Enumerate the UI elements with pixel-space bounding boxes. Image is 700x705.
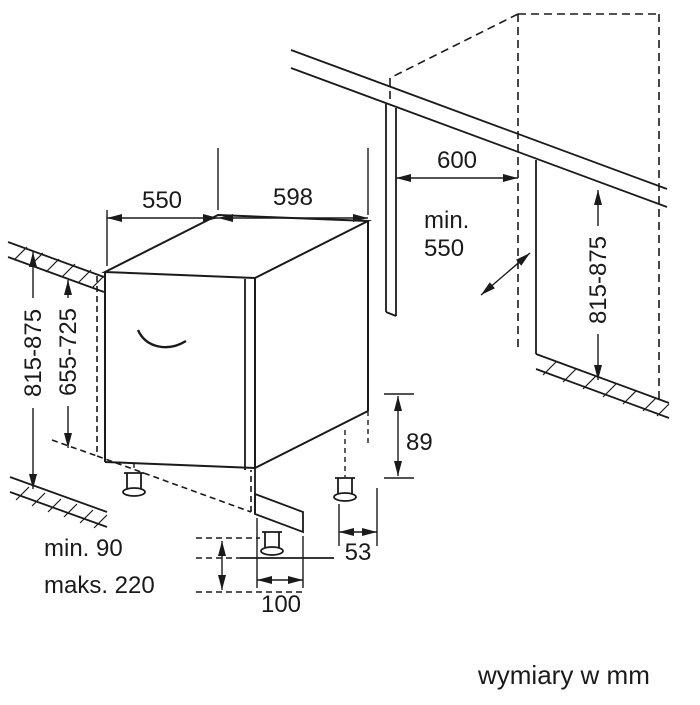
countertop	[290, 49, 668, 208]
dim-depth-550	[106, 210, 218, 266]
niche-side-panel	[385, 104, 397, 317]
label-niche-width-600: 600	[437, 147, 477, 174]
caption-units: wymiary w mm	[477, 660, 650, 690]
label-niche-depth-min: min.	[424, 207, 469, 234]
label-rear-clearance-89: 89	[406, 429, 433, 456]
label-feet-max: maks. 220	[44, 572, 155, 599]
dim-rear-foot-offset-53	[338, 488, 378, 546]
label-niche-depth-value: 550	[424, 235, 464, 262]
foot-rear-right	[333, 477, 357, 502]
hatch-marks	[15, 486, 108, 529]
label-appliance-height-left: 815-875	[20, 309, 47, 397]
label-rear-foot-offset-53: 53	[345, 539, 372, 566]
hatch-marks	[542, 361, 670, 417]
label-feet-min: min. 90	[44, 535, 123, 562]
hatch-marks	[13, 246, 105, 289]
counter-left-section	[7, 241, 105, 293]
foot-front-left	[122, 472, 146, 497]
dim-plinth-recess-100	[256, 518, 304, 588]
dim-width-598	[217, 148, 369, 222]
dim-rear-clearance-89	[384, 393, 414, 479]
label-width-598: 598	[273, 184, 313, 211]
dishwasher-body	[101, 213, 372, 470]
dimension-labels: 550 598 600 min. 550 815-875 815-875 655…	[20, 147, 650, 690]
foot-front-right	[260, 531, 284, 556]
floor-left-section	[9, 476, 108, 529]
label-door-height: 655-725	[55, 308, 82, 396]
label-depth-550: 550	[142, 187, 182, 214]
dim-niche-depth-min-550	[480, 252, 531, 296]
floor-right-section	[535, 353, 670, 419]
dimension-lines	[29, 148, 602, 590]
door-handle-arc	[136, 329, 187, 349]
label-plinth-recess-100: 100	[261, 591, 301, 618]
niche-dashed-outline	[389, 13, 660, 399]
label-niche-height-right: 815-875	[585, 236, 612, 324]
furniture-door-dashed-outline	[51, 276, 252, 513]
